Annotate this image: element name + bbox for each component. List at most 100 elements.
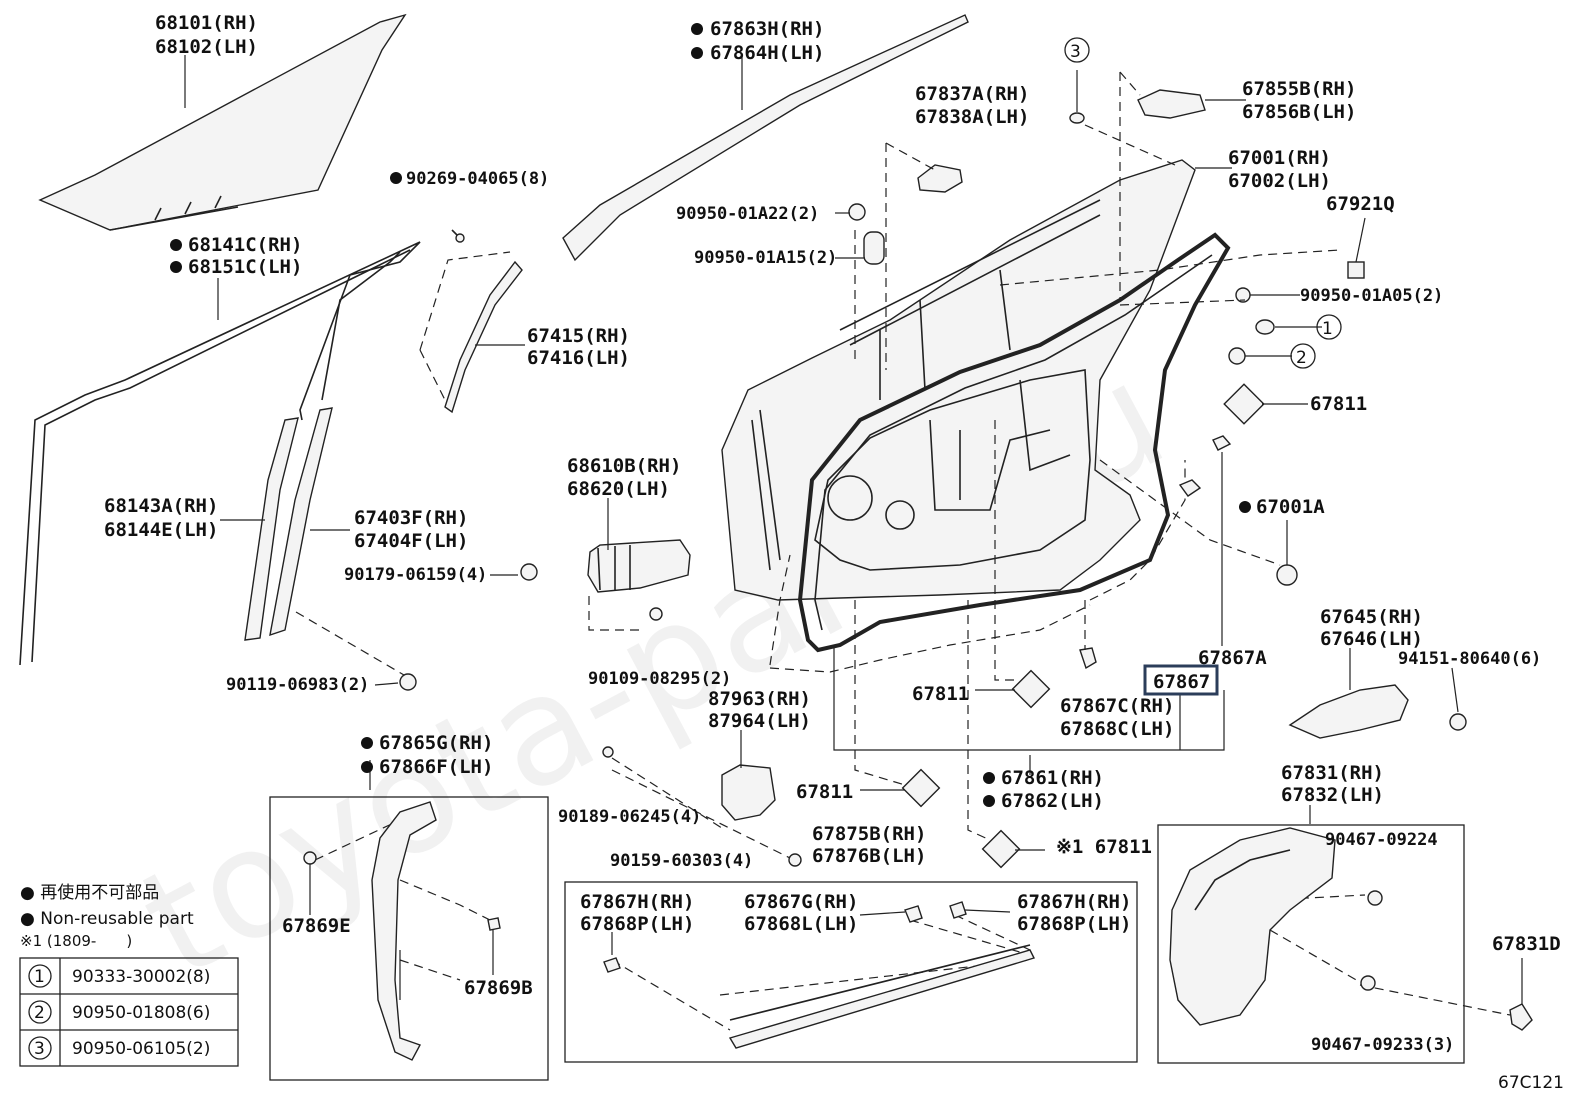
label-67811-c[interactable]: 67811 [796, 781, 853, 803]
label-67645[interactable]: 67645(RH) [1320, 606, 1423, 628]
label-67415[interactable]: 67415(RH) [527, 325, 630, 347]
label-67856b[interactable]: 67856B(LH) [1242, 101, 1356, 123]
window-regulator-handle [1137, 89, 1206, 119]
screw-90189 [602, 746, 614, 758]
front-door-panel [721, 159, 1196, 601]
non-reusable-icon [1239, 501, 1251, 513]
label-67867c[interactable]: 67867C(RH) [1060, 695, 1174, 717]
label-90119[interactable]: 90119-06983(2) [226, 675, 369, 695]
clip-67867h-1 [603, 957, 621, 973]
label-67868l[interactable]: 67868L(LH) [744, 913, 858, 935]
label-67646[interactable]: 67646(LH) [1320, 628, 1423, 650]
label-67868c[interactable]: 67868C(LH) [1060, 718, 1174, 740]
label-67865g[interactable]: 67865G(RH) [379, 732, 493, 754]
non-reusable-icon [170, 239, 182, 251]
label-67867g[interactable]: 67867G(RH) [744, 891, 858, 913]
label-87963[interactable]: 87963(RH) [708, 688, 811, 710]
label-67868p-2[interactable]: 67868P(LH) [1017, 913, 1131, 935]
legend-key-1: 1 [34, 967, 45, 987]
non-reusable-icon [170, 261, 182, 273]
label-ref-3[interactable]: 3 [1070, 42, 1081, 62]
legend-table: 1 90333-30002(8) 2 90950-01808(6) 3 9095… [19, 957, 239, 1067]
door-stop-check [1288, 684, 1409, 739]
label-68101[interactable]: 68101(RH) [155, 12, 258, 34]
label-67855b[interactable]: 67855B(RH) [1242, 78, 1356, 100]
glass-run [19, 241, 421, 666]
label-67001[interactable]: 67001(RH) [1228, 147, 1331, 169]
label-68102[interactable]: 68102(LH) [155, 36, 258, 58]
label-94151[interactable]: 94151-80640(6) [1398, 649, 1541, 669]
label-67862[interactable]: 67862(LH) [1001, 790, 1104, 812]
label-67811-a[interactable]: 67811 [1310, 393, 1367, 415]
label-68610b[interactable]: 68610B(RH) [567, 455, 681, 477]
label-90467-09233[interactable]: 90467-09233(3) [1311, 1035, 1454, 1055]
highlight-67867 [1143, 664, 1219, 696]
label-90109[interactable]: 90109-08295(2) [588, 669, 731, 689]
clip-67869e [303, 851, 317, 865]
seal-67811-a [1223, 383, 1265, 425]
label-67831d[interactable]: 67831D [1492, 933, 1561, 955]
clip-67867g [904, 905, 923, 923]
label-90179[interactable]: 90179-06159(4) [344, 565, 487, 585]
upper-seal-guide [999, 249, 1341, 286]
label-67832[interactable]: 67832(LH) [1281, 784, 1384, 806]
box-67831-group [1157, 824, 1465, 1064]
label-68620[interactable]: 68620(LH) [567, 478, 670, 500]
label-87964[interactable]: 87964(LH) [708, 710, 811, 732]
nut-94151 [1449, 713, 1467, 731]
label-67867h-1[interactable]: 67867H(RH) [580, 891, 694, 913]
label-67864h[interactable]: 67864H(LH) [710, 42, 824, 64]
label-68141c[interactable]: 68141C(RH) [188, 234, 302, 256]
label-67867a[interactable]: 67867A [1198, 647, 1267, 669]
label-68143a[interactable]: 68143A(RH) [104, 495, 218, 517]
door-lock-67831 [1169, 827, 1336, 1026]
label-90189[interactable]: 90189-06245(4) [558, 807, 701, 827]
legend-key-3: 3 [34, 1039, 45, 1059]
seal-67921q [1347, 261, 1365, 279]
label-90950-01a22[interactable]: 90950-01A22(2) [676, 204, 819, 224]
label-67861[interactable]: 67861(RH) [1001, 767, 1104, 789]
label-67416[interactable]: 67416(LH) [527, 347, 630, 369]
label-67831[interactable]: 67831(RH) [1281, 762, 1384, 784]
bolt-90467-b [1360, 975, 1376, 991]
label-67403f[interactable]: 67403F(RH) [354, 507, 468, 529]
hole-plug-3 [1069, 112, 1085, 124]
plug-1 [1255, 319, 1275, 335]
upper-outer-moulding [562, 14, 969, 262]
bolt-90179 [520, 563, 538, 581]
label-67837a[interactable]: 67837A(RH) [915, 83, 1029, 105]
label-67811-d[interactable]: ※1 67811 [1056, 836, 1152, 858]
label-90950-01a05[interactable]: 90950-01A05(2) [1300, 286, 1443, 306]
box-67875-group [564, 881, 1138, 1063]
label-67863h[interactable]: 67863H(RH) [710, 18, 824, 40]
label-67867[interactable]: 67867 [1153, 671, 1210, 693]
label-ref-1[interactable]: 1 [1322, 319, 1333, 339]
label-90467-09224[interactable]: 90467-09224 [1325, 830, 1438, 850]
label-67838a[interactable]: 67838A(LH) [915, 106, 1029, 128]
label-67002[interactable]: 67002(LH) [1228, 170, 1331, 192]
label-67869e[interactable]: 67869E [282, 915, 351, 937]
label-90159[interactable]: 90159-60303(4) [610, 851, 753, 871]
label-90950-01a15[interactable]: 90950-01A15(2) [694, 248, 837, 268]
label-67921q[interactable]: 67921Q [1326, 193, 1395, 215]
label-67876b[interactable]: 67876B(LH) [812, 845, 926, 867]
label-67867h-2[interactable]: 67867H(RH) [1017, 891, 1131, 913]
label-67869b[interactable]: 67869B [464, 977, 533, 999]
label-67001a[interactable]: 67001A [1256, 496, 1325, 518]
seal-67811-c [901, 768, 941, 808]
label-67866f[interactable]: 67866F(LH) [379, 756, 493, 778]
label-67875b[interactable]: 67875B(RH) [812, 823, 926, 845]
diagram-code: 67C121 [1498, 1073, 1564, 1093]
legend-non-reusable: ● Non-reusable part [20, 909, 194, 929]
legend-japanese: ● 再使用不可部品 [20, 882, 159, 903]
label-67811-b[interactable]: 67811 [912, 683, 969, 705]
label-ref-2[interactable]: 2 [1296, 348, 1307, 368]
label-68144e[interactable]: 68144E(LH) [104, 519, 218, 541]
label-67868p-1[interactable]: 67868P(LH) [580, 913, 694, 935]
plug-90950-01a22 [848, 203, 866, 221]
label-90269[interactable]: 90269-04065(8) [406, 169, 549, 189]
label-67404f[interactable]: 67404F(LH) [354, 530, 468, 552]
rear-channel [444, 260, 523, 414]
label-68151c[interactable]: 68151C(LH) [188, 256, 302, 278]
